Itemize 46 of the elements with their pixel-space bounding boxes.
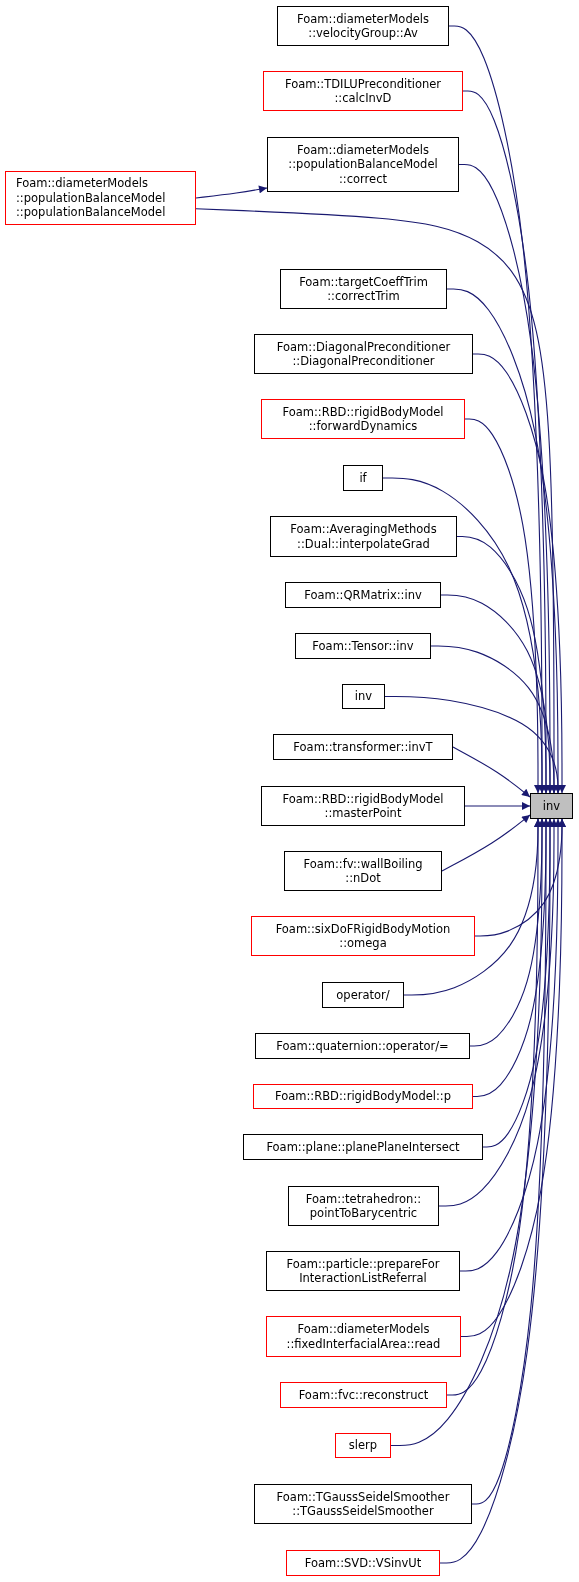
arrow: [446, 818, 542, 1396]
function-box: Foam::diameterModels ::populationBalanceModel ::populationBalanceModel: [5, 171, 196, 225]
function-box: Foam::particle::prepareFor InteractionListReferral: [266, 1251, 460, 1291]
arrow: [460, 818, 566, 1338]
arrow: [464, 418, 542, 794]
function-box: Foam::RBD::rigidBodyModel ::masterPoint: [261, 786, 465, 826]
function-box: Foam::TGaussSeidelSmoother ::TGaussSeidelSmoother: [254, 1484, 472, 1524]
function-box: Foam::quaternion::operator/=: [255, 1033, 470, 1059]
arrow: [438, 818, 558, 1207]
arrow: [456, 535, 550, 794]
function-box: Foam::transformer::invT: [273, 734, 453, 760]
arrow: [430, 645, 558, 794]
function-box: Foam::tetrahedron:: pointToBarycentric: [288, 1186, 439, 1226]
arrow: [452, 746, 531, 798]
arrow: [390, 818, 546, 1447]
function-box: Foam::sixDoFRigidBodyMotion ::omega: [251, 916, 475, 956]
function-box: Foam::AveragingMethods ::Dual::interpolateGrad: [270, 516, 457, 557]
function-box: slerp: [335, 1433, 391, 1458]
function-box: inv: [530, 793, 573, 819]
arrow: [472, 353, 566, 794]
function-box: Foam::plane::planePlaneIntersect: [243, 1134, 483, 1160]
arrow: [441, 814, 531, 872]
arrow: [471, 818, 550, 1505]
function-box: operator/: [322, 982, 404, 1008]
function-box: inv: [342, 684, 385, 709]
function-box: Foam::QRMatrix::inv: [285, 582, 441, 608]
function-box: if: [343, 465, 383, 491]
function-box: Foam::diameterModels ::fixedInterfacialArea::read: [266, 1316, 461, 1357]
function-box: Foam::RBD::rigidBodyModel ::forwardDynamics: [261, 399, 465, 439]
function-box: Foam::Tensor::inv: [295, 633, 431, 659]
arrow: [440, 594, 554, 794]
arrow: [459, 818, 562, 1272]
arrow: [439, 818, 554, 1564]
function-box: Foam::RBD::rigidBodyModel::p: [253, 1084, 473, 1109]
arrow: [382, 477, 546, 794]
function-box: Foam::fv::wallBoiling ::nDot: [284, 851, 442, 891]
function-box: Foam::diameterModels ::velocityGroup::Av: [277, 6, 449, 46]
arrow: [464, 802, 531, 810]
function-box: Foam::fvc::reconstruct: [280, 1382, 447, 1408]
function-box: Foam::DiagonalPreconditioner ::DiagonalPreconditioner: [254, 334, 473, 374]
function-box: Foam::targetCoeffTrim ::correctTrim: [280, 269, 447, 309]
function-box: Foam::diameterModels ::populationBalanceModel ::correct: [267, 137, 459, 192]
arrow: [384, 695, 562, 794]
function-box: Foam::TDILUPreconditioner ::calcInvD: [263, 71, 463, 111]
arrow: [195, 185, 268, 199]
function-box: Foam::SVD::VSinvUt: [286, 1550, 440, 1576]
